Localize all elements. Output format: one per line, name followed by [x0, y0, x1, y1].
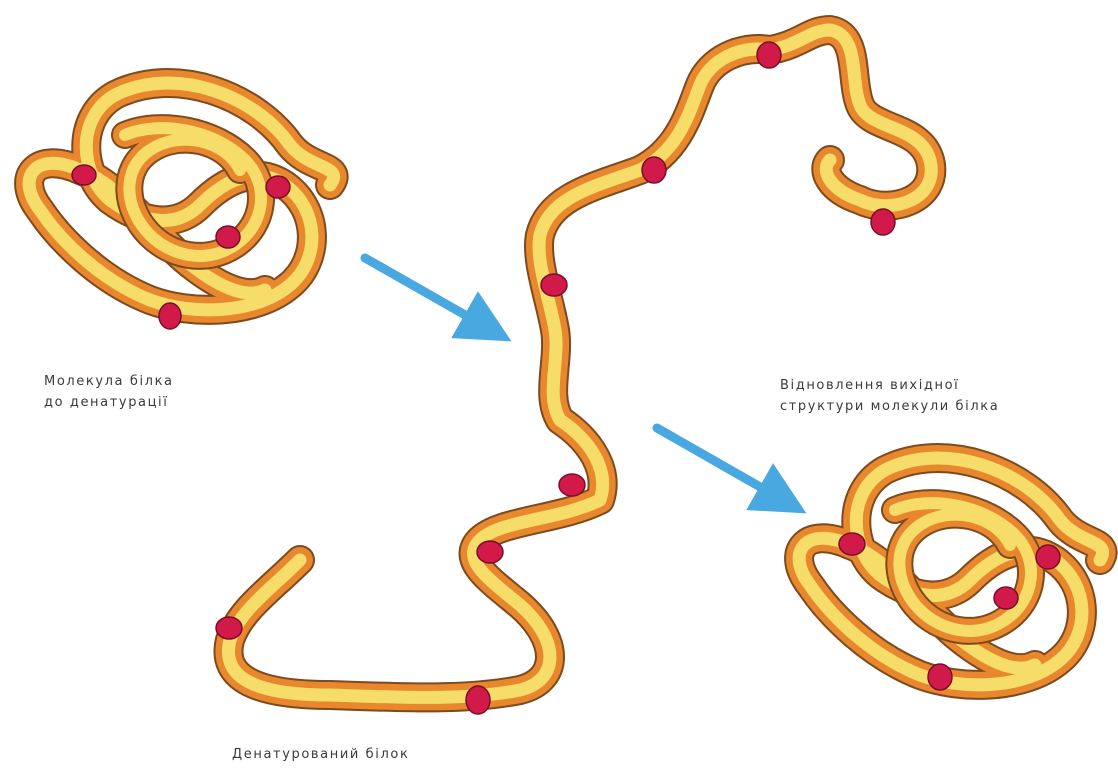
disulfide-bond-icon: [642, 157, 666, 183]
disulfide-bond-icon: [839, 533, 865, 555]
denatured-protein-caption: Денатурований білок: [232, 744, 409, 765]
disulfide-bond-icon: [159, 303, 181, 329]
renatured-caption-line-2: структури молекули білка: [780, 396, 999, 417]
native-protein-caption: Молекула білка до денатурації: [44, 371, 174, 413]
disulfide-bond-icon: [266, 176, 290, 198]
refolded-protein-icon: [799, 458, 1103, 690]
disulfide-bond-icon: [477, 541, 503, 563]
disulfide-bond-icon: [72, 165, 96, 185]
native-protein-icon: [29, 83, 334, 329]
disulfide-bond-icon: [928, 664, 952, 690]
native-caption-line-2: до денатурації: [44, 392, 174, 413]
disulfide-bond-icon: [994, 587, 1018, 609]
renatured-caption-line-1: Відновлення вихідної: [780, 375, 999, 396]
disulfide-bond-icon: [216, 617, 242, 639]
denatured-caption-text: Денатурований білок: [232, 744, 409, 765]
disulfide-bond-icon: [871, 209, 895, 235]
disulfide-bond-icon: [466, 686, 490, 714]
disulfide-bond-icon: [1036, 545, 1060, 569]
arrow-right-down-icon: [365, 258, 488, 328]
disulfide-bond-icon: [216, 226, 240, 248]
native-caption-line-1: Молекула білка: [44, 371, 174, 392]
disulfide-bond-icon: [559, 474, 585, 496]
disulfide-bond-icon: [541, 274, 567, 296]
renatured-protein-caption: Відновлення вихідної структури молекули …: [780, 375, 999, 417]
arrow-right-down-icon: [657, 428, 783, 500]
disulfide-bond-icon: [757, 42, 781, 68]
